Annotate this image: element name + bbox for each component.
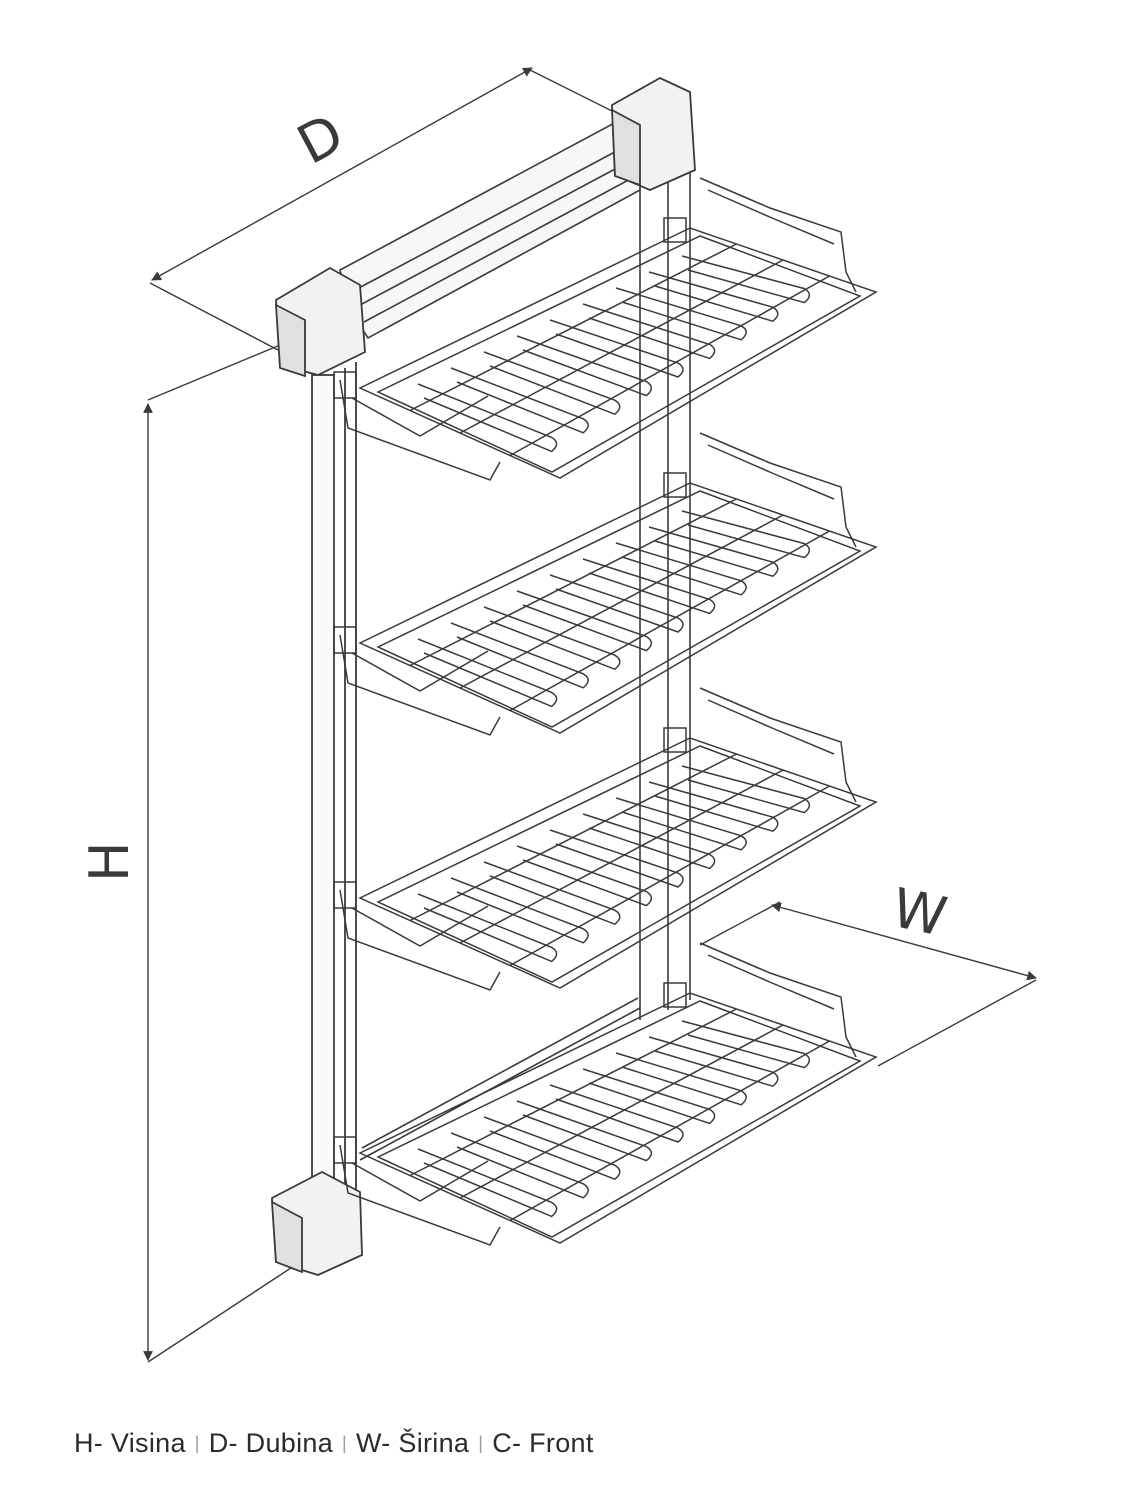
wire-shelf — [333, 177, 878, 481]
legend-text: Širina — [398, 1428, 470, 1458]
legend-separator: | — [342, 1433, 348, 1453]
wire-shelf — [333, 432, 878, 736]
top-front-cap — [275, 266, 366, 378]
legend-code: W- — [356, 1428, 399, 1458]
legend-code: H- — [74, 1428, 111, 1458]
legend-separator: | — [478, 1433, 484, 1453]
dimension-legend: H- Visina | D- Dubina | W- Širina | C- Front — [74, 1428, 594, 1459]
legend-text: Front — [529, 1428, 594, 1458]
legend-item: H- Visina — [74, 1428, 186, 1458]
legend-separator: | — [194, 1433, 200, 1453]
top-rail — [339, 119, 641, 340]
legend-item: D- Dubina — [209, 1428, 333, 1458]
legend-text: Dubina — [245, 1428, 334, 1458]
bottom-front-cap — [270, 1170, 363, 1276]
wire-shelves — [333, 177, 878, 1246]
height-label: H — [78, 841, 141, 882]
depth-label: D — [287, 102, 353, 177]
width-dimension — [699, 901, 1037, 1067]
legend-item: C- Front — [492, 1428, 593, 1458]
height-dimension — [143, 344, 301, 1363]
legend-text: Visina — [110, 1428, 186, 1458]
top-back-cap — [611, 76, 696, 191]
wire-shelf — [333, 942, 878, 1246]
legend-code: D- — [208, 1428, 246, 1458]
bottom-rail — [359, 997, 641, 1161]
legend-code: C- — [492, 1428, 530, 1458]
front-post — [311, 362, 357, 1216]
wire-shelf — [333, 687, 878, 991]
width-label: W — [887, 876, 952, 949]
legend-item: W- Širina — [356, 1428, 469, 1458]
